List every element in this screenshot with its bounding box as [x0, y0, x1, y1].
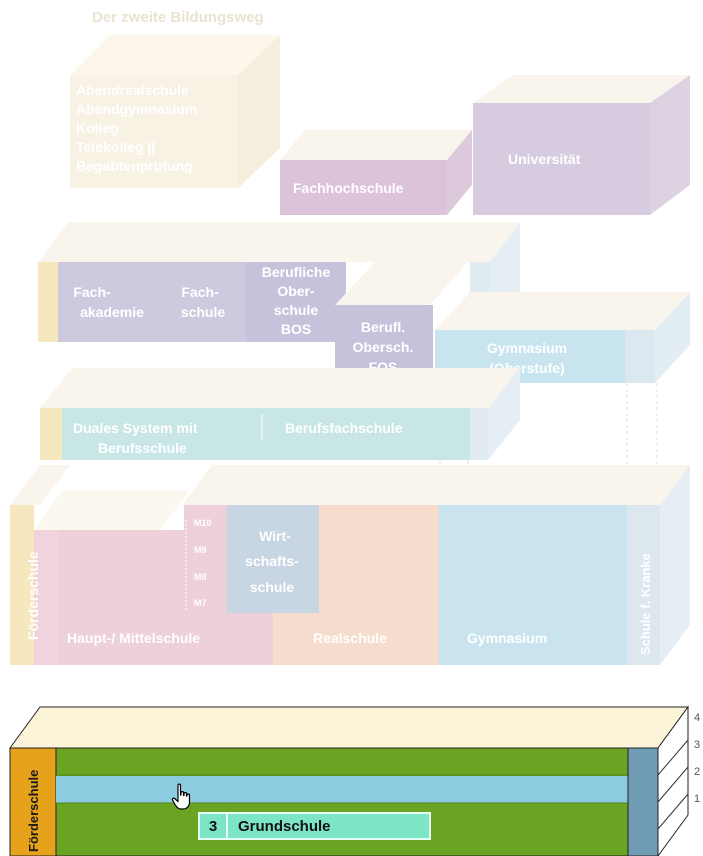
tooltip-label: Grundschule	[238, 817, 331, 835]
grade-number: 6	[692, 577, 698, 589]
universitaet-label: Universität	[508, 151, 581, 167]
schule-kranke-box[interactable]: Schule f. Kranke	[638, 553, 653, 655]
grade-number: 10	[692, 471, 703, 483]
grade-number: 8	[692, 524, 698, 536]
hand-pointer-icon	[171, 783, 191, 810]
foerderschule-upper-label: Förderschule	[25, 551, 41, 640]
grade-number: 7	[692, 551, 698, 563]
upper-tier: Fach- akademie Fach- schule Berufliche O…	[38, 222, 520, 342]
gym-oberstufe-label-1: Gymnasium	[487, 340, 567, 356]
m-level-label: M7	[194, 598, 207, 608]
duales-label-1: Duales System mit	[73, 420, 198, 436]
bos-label-1: Berufliche	[262, 264, 331, 280]
second-path-item: Abendgymnasium	[76, 101, 197, 117]
grade-number: 1	[694, 793, 700, 805]
second-path-item: Telekolleg ||	[76, 139, 155, 155]
m-level-label: M10	[194, 518, 212, 528]
grade-number: 11	[692, 329, 703, 341]
bos-label-4: BOS	[281, 321, 311, 337]
bos-box[interactable]: Berufliche Ober- schule BOS	[262, 264, 331, 337]
grade-numbers-upper: 13 11 10 9 8 7 6 5	[692, 301, 703, 615]
berufsfachschule-label: Berufsfachschule	[285, 420, 403, 436]
second-path-box[interactable]: Der zweite Bildungsweg Abendrealschule A…	[70, 9, 280, 188]
grade-number: 5	[692, 603, 698, 615]
m-level-label: M8	[194, 572, 207, 582]
duales-label-2: Berufsschule	[98, 440, 187, 456]
fachschule-label-1: Fach-	[181, 284, 219, 300]
bos-label-2: Ober-	[277, 283, 315, 299]
second-path-item: Abendrealschule	[76, 82, 189, 98]
gymnasium-box[interactable]: Gymnasium	[467, 630, 547, 646]
fos-label-1: Berufl.	[361, 319, 405, 335]
schule-kranke-label: Schule f. Kranke	[638, 553, 653, 655]
secondary-tier: Förderschule M10 M9 M8 M7 Wirt- schafts-…	[10, 465, 690, 665]
fachschule-box[interactable]: Fach- schule	[181, 284, 226, 320]
m-level-label: M9	[194, 545, 207, 555]
m-levels: M10 M9 M8 M7	[194, 518, 212, 608]
vocational-tier: Duales System mit Berufsschule Berufsfac…	[40, 368, 520, 460]
haupt-label: Haupt-/ Mittelschule	[67, 630, 200, 646]
second-path-title: Der zweite Bildungsweg	[92, 9, 264, 26]
second-path-item: Kolleg	[76, 120, 119, 136]
tooltip-number: 3	[200, 814, 228, 838]
bos-label-3: schule	[274, 302, 319, 318]
grade-number: 4	[694, 712, 700, 724]
fachhochschule-label: Fachhochschule	[293, 180, 404, 196]
duales-system-box[interactable]: Duales System mit Berufsschule	[73, 420, 198, 456]
realschule-box[interactable]: Realschule	[313, 630, 387, 646]
fos-label-2: Obersch.	[353, 339, 414, 355]
faded-upper-diagram: Der zweite Bildungsweg Abendrealschule A…	[10, 9, 703, 665]
grundschule-tooltip: 3 Grundschule	[198, 812, 431, 840]
primary-school-block[interactable]: Förderschule 4 3 2 1	[9, 705, 700, 856]
wirtschaftsschule-box[interactable]: Wirt- schafts- schule	[245, 528, 299, 595]
berufsfachschule-box[interactable]: Berufsfachschule	[285, 420, 403, 436]
wirtschaftsschule-label-2: schafts-	[245, 553, 299, 569]
wirtschaftsschule-label-3: schule	[250, 579, 295, 595]
realschule-label: Realschule	[313, 630, 387, 646]
fachschule-label-2: schule	[181, 304, 226, 320]
fachakademie-box[interactable]: Fach- akademie	[73, 284, 144, 320]
gymnasium-label: Gymnasium	[467, 630, 547, 646]
grade-number: 3	[694, 739, 700, 751]
universitaet-box[interactable]: Universität	[473, 75, 690, 215]
foerderschule-upper-box[interactable]: Förderschule	[25, 551, 41, 640]
grade-numbers-primary: 4 3 2 1	[694, 712, 700, 805]
second-path-item: Begabtenprüfung	[76, 158, 193, 174]
grade-number: 9	[692, 497, 698, 509]
foerderschule-primary-box[interactable]: Förderschule	[26, 770, 41, 852]
haupt-mittelschule-box[interactable]: Haupt-/ Mittelschule	[67, 630, 200, 646]
fachakademie-label-2: akademie	[80, 304, 144, 320]
grade-number: 2	[694, 766, 700, 778]
fachakademie-label-1: Fach-	[73, 284, 111, 300]
grade-number: 13	[692, 301, 703, 313]
wirtschaftsschule-label-1: Wirt-	[259, 528, 291, 544]
foerderschule-primary-label: Förderschule	[26, 770, 41, 852]
fachhochschule-box[interactable]: Fachhochschule	[280, 130, 472, 215]
